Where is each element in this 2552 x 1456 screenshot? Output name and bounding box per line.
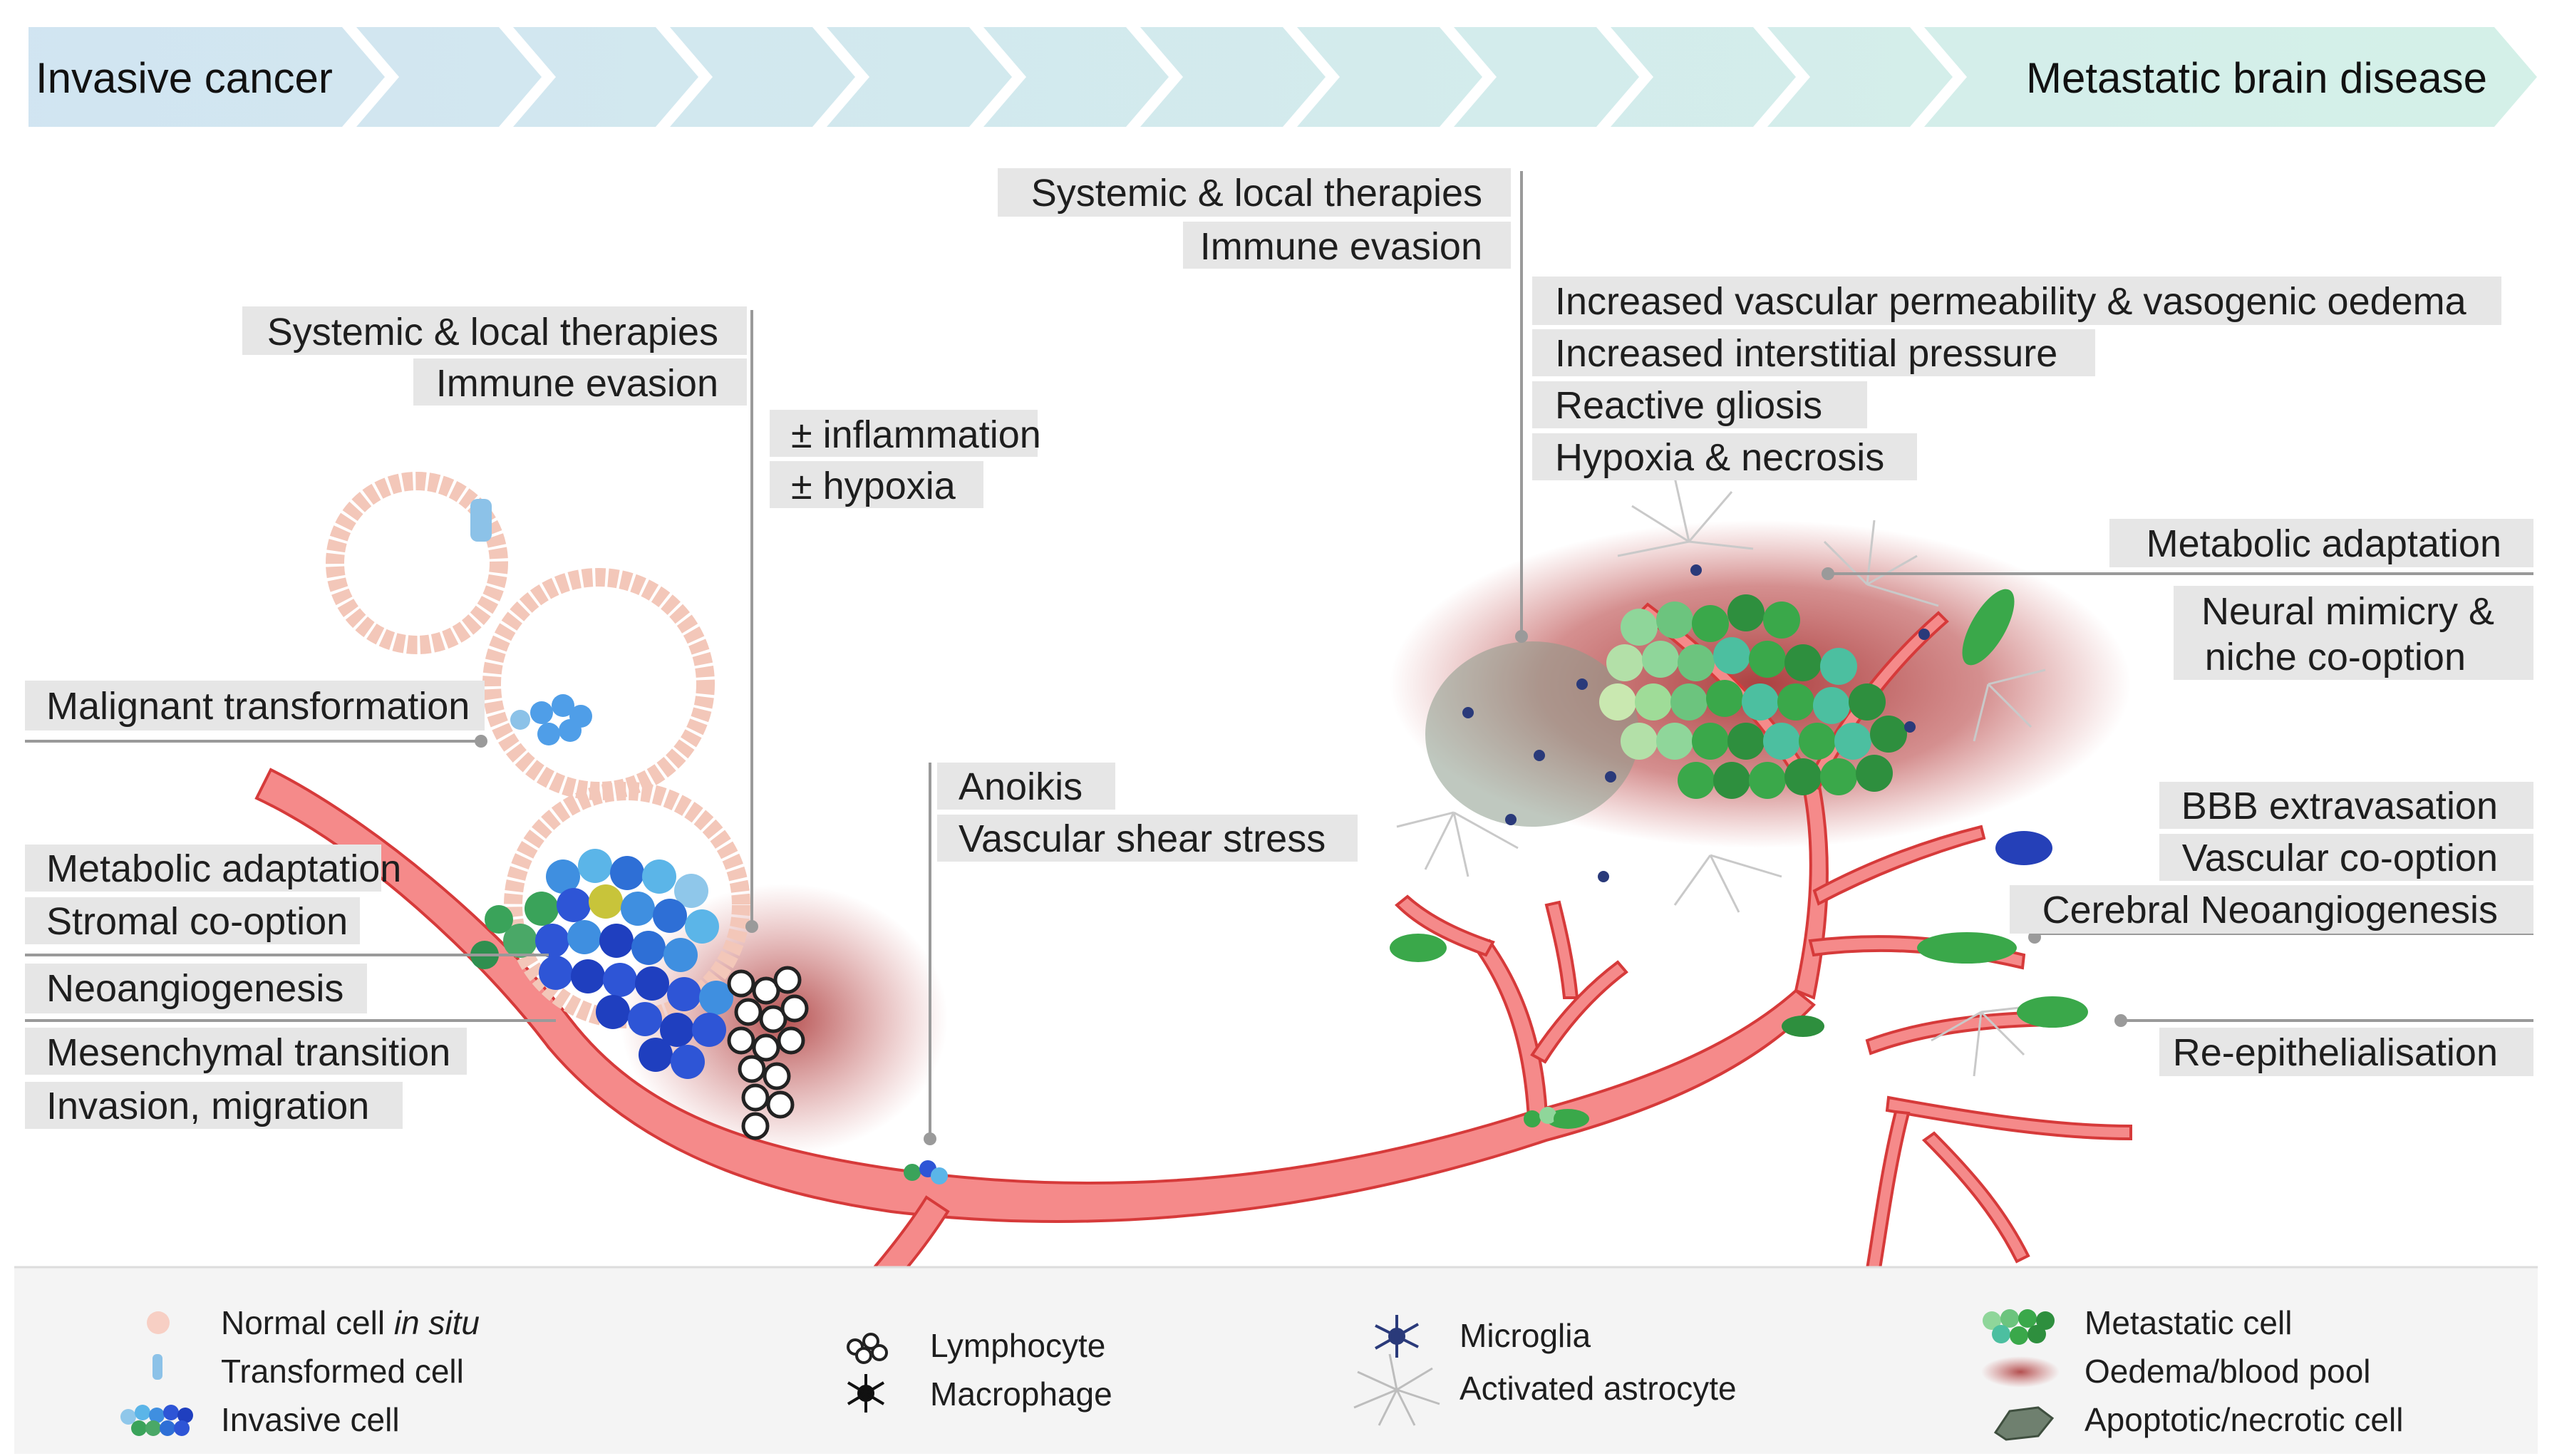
label-neural-mimicry-line2: niche co-option xyxy=(2205,636,2466,678)
lymphocyte-icon xyxy=(847,1333,888,1364)
legend-macrophage: Macrophage xyxy=(930,1375,1112,1413)
legend-oedema: Oedema/blood pool xyxy=(2085,1353,2371,1390)
oedema-icon xyxy=(1981,1356,2060,1388)
right-labels: Increased vascular permeability & vasoge… xyxy=(1532,277,2533,1076)
label-inflammation: ± inflammation xyxy=(791,413,1041,456)
normal-duct-1 xyxy=(326,472,508,654)
label-neoangiogenesis: Neoangiogenesis xyxy=(46,967,343,1010)
label-interstitial-pressure: Increased interstitial pressure xyxy=(1555,332,2057,375)
middle-labels: Anoikis Vascular shear stress Systemic &… xyxy=(937,168,1511,862)
vessel-brain-branch-b xyxy=(1812,825,1986,906)
legend: Normal cell in situ Transformed cell Inv… xyxy=(14,1266,2538,1454)
leader-lines xyxy=(25,171,2533,1145)
vessel-main-trunk xyxy=(254,768,1816,1223)
legend-transformed-cell: Transformed cell xyxy=(221,1353,464,1390)
vessel-mid-sub3 xyxy=(1544,900,1579,999)
label-reactive-gliosis: Reactive gliosis xyxy=(1555,384,1822,427)
label-malignant-transformation: Malignant transformation xyxy=(46,685,470,728)
label-hypoxia-necrosis: Hypoxia & necrosis xyxy=(1555,436,1884,479)
legend-metastatic-cell: Metastatic cell xyxy=(2085,1304,2292,1341)
left-labels: Systemic & local therapies Immune evasio… xyxy=(25,306,1041,1129)
microglia-markers xyxy=(1462,564,1930,882)
vessel-mid-branch xyxy=(1473,939,1549,1121)
label-neural-mimicry-line1: Neural mimicry & xyxy=(2201,590,2494,633)
label-vascular-cooption: Vascular co-option xyxy=(2182,837,2498,879)
header-right-label: Metastatic brain disease xyxy=(2026,54,2487,102)
vessel-brain-branch-d xyxy=(1885,1095,2132,1141)
header-left-label: Invasive cancer xyxy=(36,54,333,102)
legend-normal-cell: Normal cell in situ xyxy=(221,1304,480,1341)
vessel-brain-branch-f xyxy=(1921,1131,2030,1264)
normal-duct-3 xyxy=(504,782,750,1028)
label-vascular-shear-stress: Vascular shear stress xyxy=(959,817,1326,860)
progression-header: Invasive cancer Metastatic brain disease xyxy=(29,27,2537,127)
label-immune-evasion-left: Immune evasion xyxy=(436,362,718,405)
macrophage-icon xyxy=(847,1374,885,1413)
label-invasion-migration: Invasion, migration xyxy=(46,1085,369,1127)
arrested-tumour-cell xyxy=(1524,1107,1571,1127)
legend-lymphocyte: Lymphocyte xyxy=(930,1327,1105,1364)
vessel-mid-sub1 xyxy=(1395,894,1495,957)
transformed-cells-1 xyxy=(470,499,492,542)
label-systemic-therapies-top: Systemic & local therapies xyxy=(1031,172,1482,215)
normal-cell-icon xyxy=(147,1311,170,1334)
label-hypoxia: ± hypoxia xyxy=(791,465,956,507)
transformed-cell-icon xyxy=(153,1354,162,1380)
legend-background xyxy=(14,1267,2538,1454)
immune-infiltrate xyxy=(727,966,809,1140)
astrocyte-network xyxy=(1396,477,2046,1077)
astrocyte-icon xyxy=(1353,1353,1440,1426)
label-vascular-permeability: Increased vascular permeability & vasoge… xyxy=(1555,280,2467,323)
label-mesenchymal-transition: Mesenchymal transition xyxy=(46,1031,450,1074)
label-immune-evasion-top: Immune evasion xyxy=(1200,225,1482,268)
invasive-cell-mass xyxy=(470,849,733,1079)
legend-activated-astrocyte: Activated astrocyte xyxy=(1460,1370,1737,1407)
metastatic-cell-mass xyxy=(1599,594,1907,799)
necrotic-zone xyxy=(1425,641,1639,827)
legend-microglia: Microglia xyxy=(1460,1317,1591,1354)
label-bbb-extravasation: BBB extravasation xyxy=(2181,785,2498,827)
header-chevrons xyxy=(29,27,2537,127)
legend-apoptotic-cell: Apoptotic/necrotic cell xyxy=(2085,1401,2403,1438)
label-metabolic-adaptation-left: Metabolic adaptation xyxy=(46,847,401,890)
label-systemic-therapies-left: Systemic & local therapies xyxy=(267,311,718,353)
label-stromal-cooption: Stromal co-option xyxy=(46,900,348,943)
label-metabolic-adaptation-right: Metabolic adaptation xyxy=(2147,522,2501,565)
metastatic-cell-icon xyxy=(1983,1309,2055,1345)
apoptotic-cell-icon xyxy=(1993,1406,2055,1441)
microglia-icon xyxy=(1375,1315,1419,1358)
vessel-brain-branch-e xyxy=(1865,1110,1911,1270)
label-cerebral-neoangiogenesis: Cerebral Neoangiogenesis xyxy=(2042,889,2498,931)
brain-metastasis xyxy=(1390,477,2088,1129)
primary-tumour-tissue xyxy=(326,472,809,1140)
normal-duct-2 xyxy=(482,568,715,800)
label-re-epithelialisation: Re-epithelialisation xyxy=(2173,1031,2498,1074)
invasive-cell-icon xyxy=(120,1405,193,1436)
legend-invasive-cell: Invasive cell xyxy=(221,1401,400,1438)
circulating-tumour-cell xyxy=(904,1160,948,1184)
vessel-mid-sub2 xyxy=(1530,960,1628,1064)
label-anoikis: Anoikis xyxy=(959,765,1083,808)
transformed-cluster xyxy=(510,694,592,745)
